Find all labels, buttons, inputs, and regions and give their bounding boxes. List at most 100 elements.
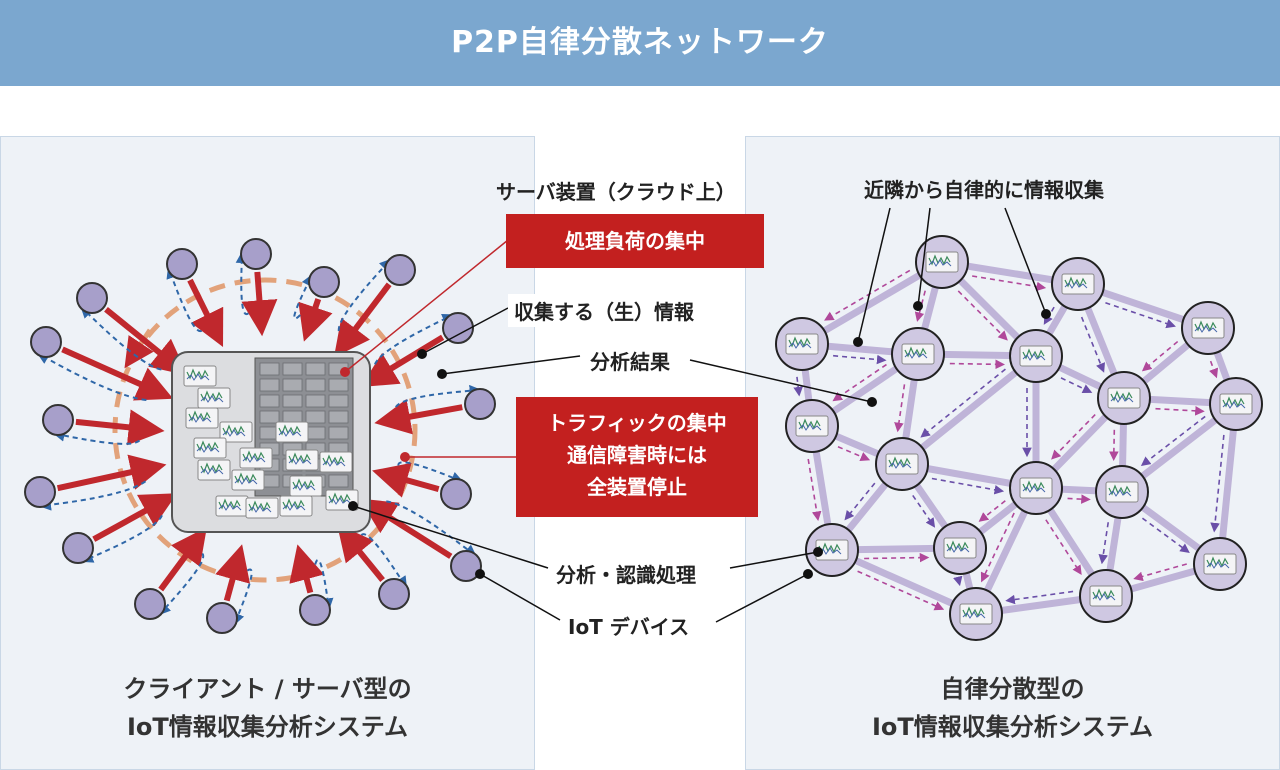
peer-arrow <box>972 275 1047 292</box>
data-arrow-16 <box>337 524 385 582</box>
iot-device-icon <box>464 388 496 420</box>
left-caption-line-1: クライアント / サーバ型の <box>123 675 412 703</box>
iot-device-icon <box>76 282 108 314</box>
peer-arrow <box>1155 406 1205 416</box>
leader-analysis-right <box>729 551 819 569</box>
peer-arrow <box>864 552 930 563</box>
leader-server <box>344 239 509 373</box>
result-arrow-9 <box>39 480 147 511</box>
peer-arrow <box>807 458 822 522</box>
traffic-line-2: 通信障害時には <box>567 443 707 467</box>
iot-device-icon <box>442 312 474 344</box>
result-arrow-11 <box>81 514 163 563</box>
iot-device-icon <box>240 238 272 270</box>
iot-device-icon <box>42 404 74 436</box>
analysis-chip-icon <box>279 495 313 517</box>
iot-device-icon <box>30 326 62 358</box>
iot-device-icon <box>299 594 331 626</box>
peer-arrow <box>1045 519 1082 576</box>
result-arrow-1 <box>235 251 250 316</box>
iot-device-icon <box>308 266 340 298</box>
analysis-chip-icon <box>185 407 219 429</box>
analysis-chip-icon <box>239 447 273 469</box>
analysis-chip-icon <box>289 475 323 497</box>
leader-neighbor-1 <box>857 207 891 343</box>
peer-arrow <box>1005 590 1074 605</box>
analysis-chip-icon <box>193 437 227 459</box>
left-caption-line-2: IoT情報収集分析システム <box>126 713 409 741</box>
peer-arrow <box>1109 429 1119 462</box>
leader-neighbor-3 <box>1004 207 1047 315</box>
iot-device-icon <box>62 532 94 564</box>
result-arrow-16 <box>360 533 408 589</box>
link-fj <box>899 353 1039 467</box>
data-arrow-15 <box>289 544 325 594</box>
iot-device-label: IoT デバイス <box>562 609 696 642</box>
left-caption: クライアント / サーバ型の IoT情報収集分析システム <box>0 670 535 746</box>
peer-arrow <box>1067 494 1091 504</box>
peer-arrow <box>980 512 1015 583</box>
analysis-chip-icon <box>231 469 265 491</box>
peer-arrow <box>1210 434 1225 533</box>
peer-arrow <box>1080 316 1105 373</box>
leader-result-right <box>689 359 873 403</box>
iot-device-icon <box>134 588 166 620</box>
peer-arrow <box>912 494 936 528</box>
peer-arrow <box>833 354 887 365</box>
right-caption-line-1: 自律分散型の <box>940 675 1085 703</box>
data-arrow-1 <box>241 271 278 337</box>
traffic-line-1: トラフィックの集中 <box>547 411 727 435</box>
result-arrow-13 <box>158 552 205 616</box>
peer-arrow <box>1141 517 1190 554</box>
iot-device-icon <box>440 478 472 510</box>
peer-arrow <box>931 477 1005 495</box>
server-label: サーバ装置（クラウド上） <box>496 180 736 204</box>
result-arrow-8 <box>52 429 141 445</box>
result-arrow-7 <box>394 384 482 408</box>
data-arrow-5 <box>104 306 188 376</box>
peer-arrow <box>1051 414 1096 460</box>
peer-arrow <box>832 363 887 402</box>
data-arrow-11 <box>92 493 178 542</box>
data-arrow-3 <box>333 282 392 358</box>
leader-result-left <box>441 355 581 375</box>
load-concentration-box: 処理負荷の集中 <box>506 214 764 268</box>
analysis-chip-icon <box>197 387 231 409</box>
leader-neighbor-2 <box>917 207 931 307</box>
analysis-result-label: 分析結果 <box>584 344 676 377</box>
data-arrow-7 <box>374 399 463 435</box>
peer-arrow <box>920 368 1006 438</box>
result-arrow-3 <box>337 258 392 332</box>
analysis-chip-icon <box>197 459 231 481</box>
leader-device-right <box>715 573 809 623</box>
result-arrow-10 <box>397 461 464 484</box>
peer-arrow <box>949 359 1006 370</box>
data-arrow-4 <box>360 334 445 388</box>
result-arrow-4 <box>374 314 455 365</box>
collected-info-label: 収集する（生）情報 <box>508 294 700 327</box>
data-arrow-6 <box>61 346 174 401</box>
header-banner <box>0 0 1280 86</box>
peer-arrow <box>844 482 876 521</box>
traffic-line-3: 全装置停止 <box>587 475 687 499</box>
iot-device-icon <box>24 476 56 508</box>
analysis-chip-icon <box>275 421 309 443</box>
data-arrow-2 <box>298 298 333 342</box>
data-arrow-10 <box>372 462 440 498</box>
peer-arrow <box>1209 360 1219 379</box>
peer-arrow <box>793 376 803 397</box>
peer-arrow <box>1141 340 1179 372</box>
traffic-ring <box>112 277 418 583</box>
analysis-chip-icon <box>183 365 217 387</box>
peer-arrow <box>1043 306 1055 325</box>
peer-arrow <box>1140 415 1206 467</box>
data-arrow-14 <box>215 544 251 602</box>
data-arrow-8 <box>75 409 165 446</box>
iot-device-icon <box>384 254 416 286</box>
peer-arrow <box>914 290 926 322</box>
iot-device-icon <box>450 550 482 582</box>
leader-device-left <box>479 573 561 621</box>
peer-arrow <box>894 384 906 433</box>
peer-arrow <box>1105 302 1176 329</box>
